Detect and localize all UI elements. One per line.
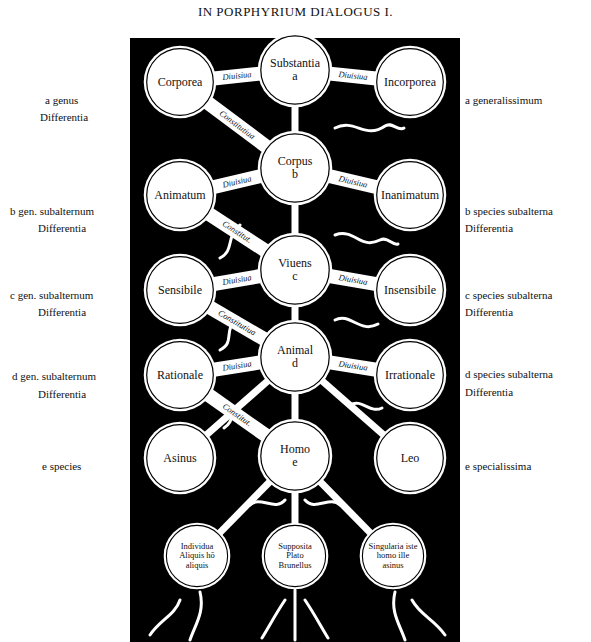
circle-text: Homo	[274, 443, 316, 456]
tree-circle: Viuensc	[257, 232, 333, 308]
trunk-line	[321, 380, 384, 435]
branch-band	[209, 307, 264, 339]
circle-text: Leo	[395, 452, 426, 465]
circle-text: Inanimatum	[375, 189, 445, 202]
circle-text: Singularia iste homo ille asinus	[359, 542, 427, 571]
side-label: d species subalterna	[465, 368, 553, 380]
circle-text: Incorporea	[378, 76, 442, 89]
tree-circle: Sensibile	[143, 253, 217, 327]
side-label: Differentia	[40, 111, 88, 123]
trunk-line	[219, 481, 271, 534]
circle-text: Viuens	[272, 257, 317, 270]
trunk-line	[292, 203, 299, 235]
branch-band	[208, 214, 265, 251]
side-label: d gen. subalternum	[12, 370, 96, 382]
tree-circle: Substantiaa	[257, 32, 333, 108]
tree-circle: Homoe	[257, 418, 333, 494]
tree-circle: Individua Aliquis hō aliquis	[163, 522, 231, 590]
circle-text: c	[286, 270, 303, 283]
trunk-line	[292, 392, 299, 421]
black-ground	[130, 38, 460, 642]
side-label: b species subalterna	[465, 205, 553, 217]
branch-band	[207, 102, 267, 147]
tree-circle: Insensibile	[373, 253, 447, 327]
tree-circle: Animatum	[143, 158, 217, 232]
circle-text: Rationale	[151, 369, 209, 382]
circle-text: Individua Aliquis hō aliquis	[163, 542, 231, 571]
side-label: Differentia	[465, 222, 513, 234]
circle-text: e	[286, 456, 303, 469]
trunk-line	[206, 380, 269, 435]
tree-circle: Incorporea	[373, 45, 447, 119]
side-label: c gen. subalternum	[10, 289, 93, 301]
side-label: a genus	[45, 94, 78, 106]
circle-text: Animal	[271, 344, 319, 357]
circle-text: Corporea	[152, 76, 209, 89]
tree-circle: Singularia iste homo ille asinus	[359, 522, 427, 590]
tree-circle: Inanimatum	[373, 158, 447, 232]
side-label: e specialissima	[465, 460, 531, 472]
circle-text: Sensibile	[152, 284, 208, 297]
circle-text: b	[286, 168, 304, 181]
circle-text: d	[286, 357, 304, 370]
trunk-line	[292, 305, 299, 322]
circle-text: Animatum	[148, 189, 211, 202]
circle-text: Supposita Plato Brunellus	[261, 542, 329, 571]
side-label: e species	[42, 460, 81, 472]
side-label: a generalissimum	[465, 94, 542, 106]
tree-circle: Asinus	[143, 421, 217, 495]
tree-circle: Corpusb	[257, 130, 333, 206]
side-label: Differentia	[38, 222, 86, 234]
side-label: Differentia	[38, 306, 86, 318]
tree-circle: Irrationale	[373, 338, 447, 412]
diagram-title: IN PORPHYRIUM DIALOGUS I.	[0, 4, 591, 20]
trunk-line	[292, 491, 299, 525]
side-label: b gen. subalternum	[10, 205, 94, 217]
side-label: c species subalterna	[465, 289, 552, 301]
tree-circle: Animald	[257, 319, 333, 395]
tree-circle: Corporea	[143, 45, 217, 119]
circle-text: Substantia	[264, 57, 326, 70]
side-label: Differentia	[38, 388, 86, 400]
side-label: Differentia	[465, 386, 513, 398]
tree-circle: Rationale	[143, 338, 217, 412]
side-label: Differentia	[465, 306, 513, 318]
circle-text: Corpus	[272, 155, 319, 168]
circle-text: Irrationale	[379, 369, 441, 382]
circle-text: a	[286, 70, 303, 83]
circle-text: Asinus	[157, 452, 202, 465]
circle-text: Insensibile	[378, 284, 442, 297]
trunk-line	[292, 105, 299, 133]
tree-circle: Leo	[373, 421, 447, 495]
tree-circle: Supposita Plato Brunellus	[261, 522, 329, 590]
trunk-line	[319, 481, 371, 534]
